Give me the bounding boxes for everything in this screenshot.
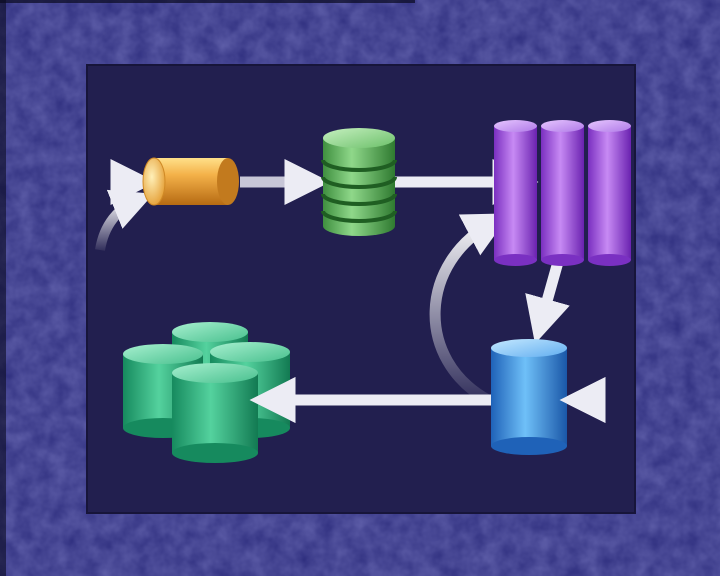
single-store-bottom: [491, 437, 567, 455]
layered-store-bands: [321, 159, 397, 223]
layered-store-node: [321, 128, 397, 236]
single-store-top: [491, 339, 567, 357]
cluster-store-node: [123, 322, 290, 463]
edge-bar-left: [0, 0, 6, 576]
input-pipe-back-cap: [217, 158, 239, 205]
input-pipe-node: [142, 157, 239, 206]
layered-store-body: [323, 138, 395, 226]
arrow-single-back-to-triple: [429, 213, 511, 405]
triple-store-cylinder-3: [588, 120, 631, 266]
triple-store-node: [494, 120, 631, 266]
arrow-curved-into-input-pipe: [95, 189, 154, 251]
single-store-body: [491, 348, 567, 446]
layered-store-top: [323, 128, 395, 148]
arrow-triple-to-single: [525, 260, 570, 344]
cluster-store-cylinder-front: [172, 363, 258, 463]
triple-store-cylinder-2: [541, 120, 584, 266]
edge-bar-top: [0, 0, 415, 3]
single-store-node: [491, 339, 567, 455]
input-pipe-front-cap: [142, 157, 166, 206]
arrows: [92, 158, 648, 424]
input-pipe-body: [154, 158, 228, 205]
triple-store-cylinder-1: [494, 120, 537, 266]
